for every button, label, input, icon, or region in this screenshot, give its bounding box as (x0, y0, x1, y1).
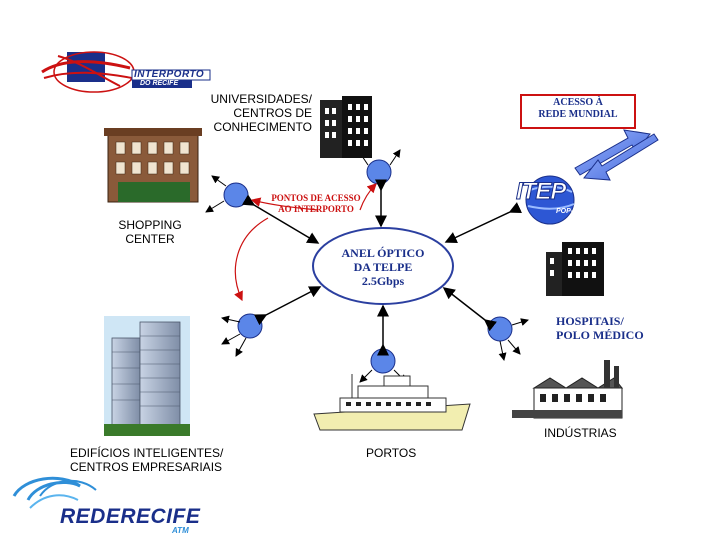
bidirectional-blue-arrows (574, 129, 659, 181)
interporto-logo-subtitle: DO RECIFE (140, 80, 179, 87)
label-acesso-mundial: ACESSO À REDE MUNDIAL (538, 97, 618, 120)
label-universidades: UNIVERSIDADES/ CENTROS DE CONHECIMENTO (210, 92, 312, 134)
interporto-logo (41, 51, 211, 93)
access-node (487, 316, 513, 342)
access-node (366, 159, 392, 185)
industria-factory-icon (512, 360, 624, 419)
label-shopping: SHOPPING CENTER (118, 218, 182, 246)
red-arrow (250, 197, 319, 211)
label-edificios: EDIFÍCIOS INTELIGENTES/ CENTROS EMPRESAR… (70, 446, 224, 474)
label-hospitais: HOSPITAIS/ POLO MÉDICO (556, 314, 644, 342)
label-portos: PORTOS (366, 446, 417, 460)
red-arrow (234, 217, 269, 302)
access-node (223, 182, 249, 208)
edificios-towers-icon (104, 316, 190, 436)
ring-links (241, 179, 523, 356)
itep-logo-text: ITEP (515, 178, 566, 206)
porto-ship-icon (313, 374, 471, 431)
rederecife-logo-text: REDERECIFE (60, 505, 201, 528)
rederecife-logo-swirl (12, 476, 97, 509)
itep-logo (525, 175, 575, 225)
node-spokes (205, 149, 529, 383)
label-anel-optico: ANEL ÓPTICO DA TELPE 2.5Gbps (341, 246, 425, 288)
universidades-building-icon (320, 96, 372, 158)
itep-logo-subtext: POP-PE (556, 208, 583, 215)
anel-optico-ring (312, 227, 454, 305)
shopping-building-icon (104, 128, 202, 203)
rederecife-logo-subtext: ATM (172, 526, 189, 535)
access-node (237, 313, 263, 339)
acesso-mundial-box (520, 94, 636, 129)
hospital-building-icon (546, 242, 604, 296)
label-industrias: INDÚSTRIAS (544, 426, 617, 440)
access-node (370, 348, 396, 374)
label-pontos-acesso: PONTOS DE ACESSO AO INTERPORTO (271, 193, 361, 214)
red-arrow (359, 183, 377, 211)
interporto-logo-title: INTERPORTO (134, 69, 205, 80)
